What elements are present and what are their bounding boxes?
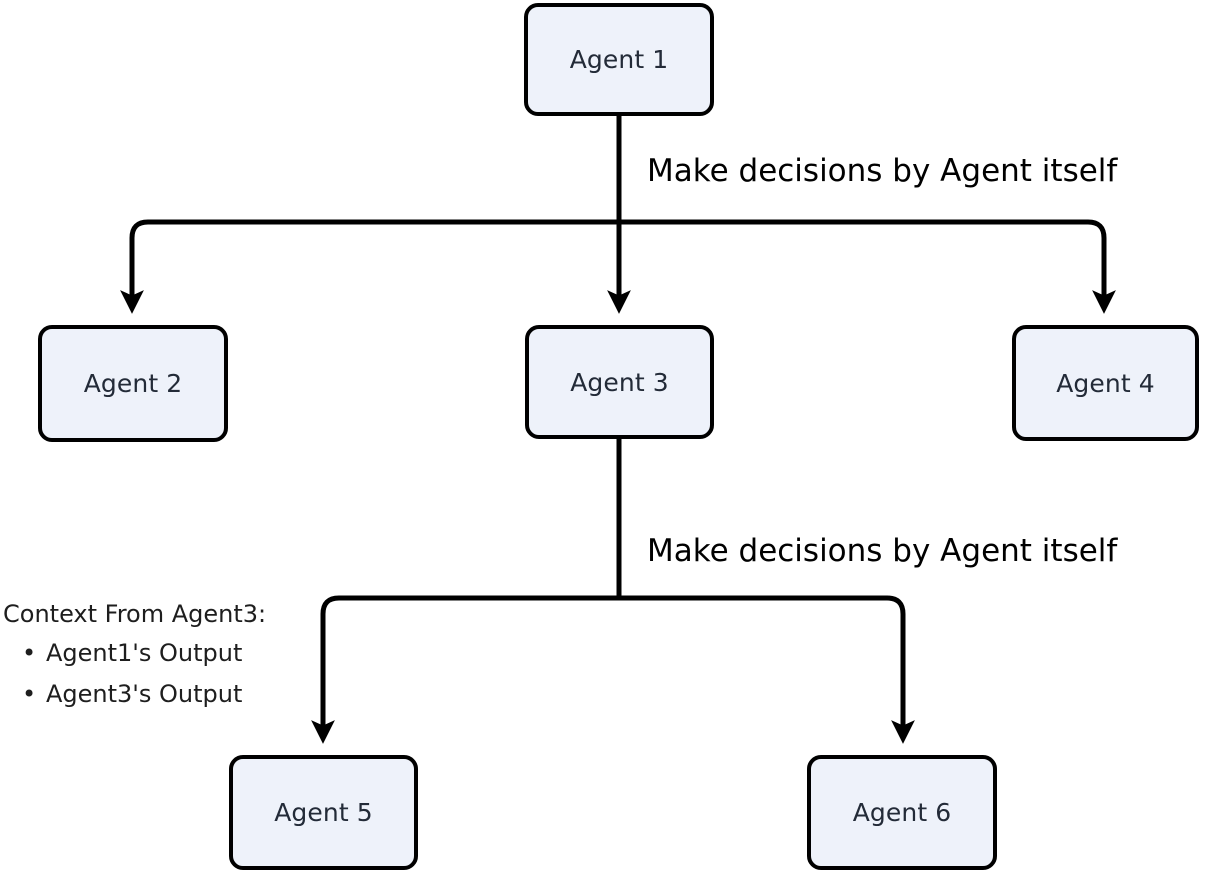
node-agent-2[interactable]: Agent 2 (38, 325, 228, 442)
edge-agent3-to-agent5 (311, 595, 619, 744)
edge-agent1-to-agent2 (120, 219, 619, 314)
node-agent-4-label: Agent 4 (1056, 368, 1155, 398)
context-annotation-item: • Agent3's Output (3, 674, 266, 714)
node-agent-4[interactable]: Agent 4 (1012, 325, 1199, 441)
context-annotation-list: • Agent1's Output • Agent3's Output (3, 633, 266, 714)
edge-label-branch-1: Make decisions by Agent itself (647, 153, 1118, 189)
node-agent-3-label: Agent 3 (570, 367, 669, 397)
context-annotation-item-label: Agent1's Output (46, 639, 243, 668)
node-agent-6-label: Agent 6 (852, 798, 952, 827)
bullet-icon: • (22, 639, 37, 668)
node-agent-5[interactable]: Agent 5 (229, 755, 418, 870)
node-agent-6[interactable]: Agent 6 (807, 755, 997, 870)
node-agent-1-label: Agent 1 (569, 45, 669, 74)
node-agent-3[interactable]: Agent 3 (525, 325, 714, 439)
context-annotation: Context From Agent3: • Agent1's Output •… (3, 600, 267, 714)
bullet-icon: • (22, 679, 37, 708)
edge-agent1-to-agent4 (619, 219, 1116, 314)
context-annotation-title: Context From Agent3: (3, 600, 267, 628)
node-agent-5-label: Agent 5 (274, 798, 373, 827)
context-annotation-item-label: Agent3's Output (46, 679, 243, 708)
node-agent-1[interactable]: Agent 1 (524, 3, 714, 116)
node-agent-2-label: Agent 2 (83, 369, 183, 398)
edge-agent3-to-agent6 (619, 595, 915, 744)
edge-label-branch-2: Make decisions by Agent itself (647, 533, 1118, 569)
context-annotation-item: • Agent1's Output (3, 633, 266, 673)
